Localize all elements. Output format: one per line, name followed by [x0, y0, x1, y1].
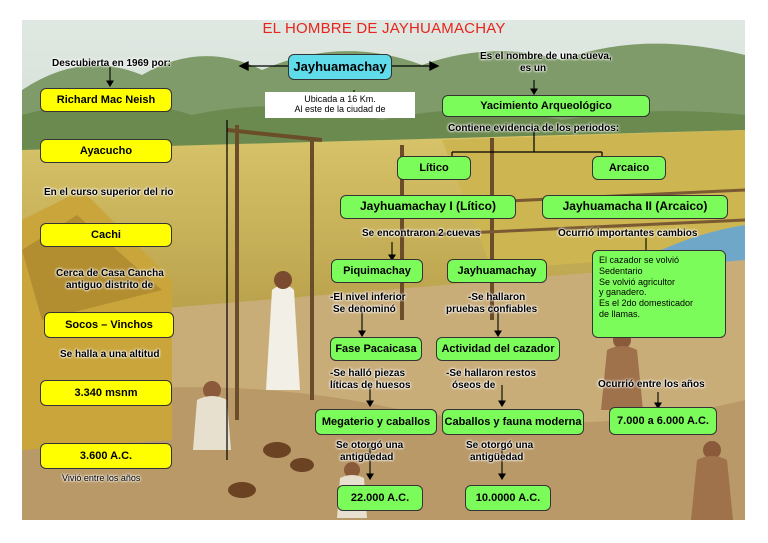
lived-date-box: 3.600 A.C. — [40, 443, 172, 469]
near-label-line-1: Cerca de Casa Cancha — [56, 268, 164, 279]
cave-piquimachay: Piquimachay — [331, 259, 423, 283]
river-label: En el curso superior del rio — [44, 187, 174, 198]
found-line-1: -Se hallaron — [468, 292, 526, 303]
district-box: Socos – Vinchos — [44, 312, 174, 338]
changes-note: El cazador se volvió Sedentario Se volvi… — [592, 250, 726, 338]
remains-line-1: -Se hallaron restos — [446, 368, 537, 379]
pieces-line-2: líticas de huesos — [330, 380, 411, 391]
date-10000-box: 10.0000 A.C. — [465, 485, 551, 511]
change-line-6: de llamas. — [599, 308, 641, 319]
period-arcaico: Arcaico — [592, 156, 666, 180]
found-line-2: pruebas confiables — [446, 304, 538, 315]
location-note: Ubicada a 16 Km. Al este de la ciudad de — [265, 92, 415, 118]
cave-name-label-line-1: Es el nombre de una cueva, — [480, 51, 612, 62]
changes-label: Ocurrió importantes cambios — [558, 228, 698, 239]
remains-line-2: óseos de — [452, 380, 496, 391]
antiquity2-line-2: antigüedad — [470, 452, 524, 463]
antiquity2-line-1: Se otorgó una — [466, 440, 534, 451]
cave-jayhuamachay: Jayhuamachay — [447, 259, 547, 283]
fase-pacaicasa-box: Fase Pacaicasa — [330, 337, 422, 361]
site-box: Yacimiento Arqueológico — [442, 95, 650, 117]
change-line-2: Sedentario — [599, 265, 643, 276]
change-line-1: El cazador se volvió — [599, 255, 680, 265]
period-litico: Lítico — [397, 156, 471, 180]
megaterio-box: Megaterio y caballos — [315, 409, 437, 435]
pieces-line-1: -Se halló piezas — [330, 368, 406, 379]
actividad-cazador-box: Actividad del cazador — [436, 337, 560, 361]
lived-label: Vivió entre los años — [62, 473, 141, 483]
caballos-box: Caballos y fauna moderna — [442, 409, 584, 435]
lower-level-line-1: -El nivel inferior — [330, 292, 406, 303]
occurred-label: Ocurrió entre los años — [598, 379, 705, 390]
phase-arcaico-box: Jayhuamacha II (Arcaico) — [542, 195, 728, 219]
lower-level-line-2: Se denominó — [333, 304, 396, 315]
discovered-label: Descubierta en 1969 por: — [52, 58, 171, 69]
cave-name-label-line-2: es un — [520, 63, 547, 74]
discoverer-box: Richard Mac Neish — [40, 88, 172, 112]
years-range-box: 7.000 a 6.000 A.C. — [609, 407, 717, 435]
altitude-label: Se halla a una altitud — [60, 349, 160, 360]
near-label-line-2: antiguo distrito de — [66, 280, 154, 291]
change-line-4: y ganadero. — [599, 287, 647, 298]
altitude-box: 3.340 msnm — [40, 380, 172, 406]
antiquity1-line-2: antigüedad — [340, 452, 394, 463]
change-line-5: Es el 2do domesticador — [599, 298, 694, 309]
location-line-2: Al este de la ciudad de — [294, 104, 386, 114]
antiquity1-line-1: Se otorgó una — [336, 440, 404, 451]
location-line-1: Ubicada a 16 Km. — [304, 94, 376, 105]
center-node-jayhuamachay: Jayhuamachay — [288, 54, 392, 80]
diagram-title: EL HOMBRE DE JAYHUAMACHAY — [262, 20, 506, 37]
change-line-3: Se volvió agricultor — [599, 276, 676, 287]
caves-found-label: Se encontraron 2 cuevas — [362, 228, 481, 239]
date-22000-box: 22.000 A.C. — [337, 485, 423, 511]
evidence-label: Contiene evidencia de los periodos: — [448, 123, 620, 134]
river-box: Cachi — [40, 223, 172, 247]
phase-litico-box: Jayhuamachay I (Lítico) — [340, 195, 516, 219]
city-box: Ayacucho — [40, 139, 172, 163]
